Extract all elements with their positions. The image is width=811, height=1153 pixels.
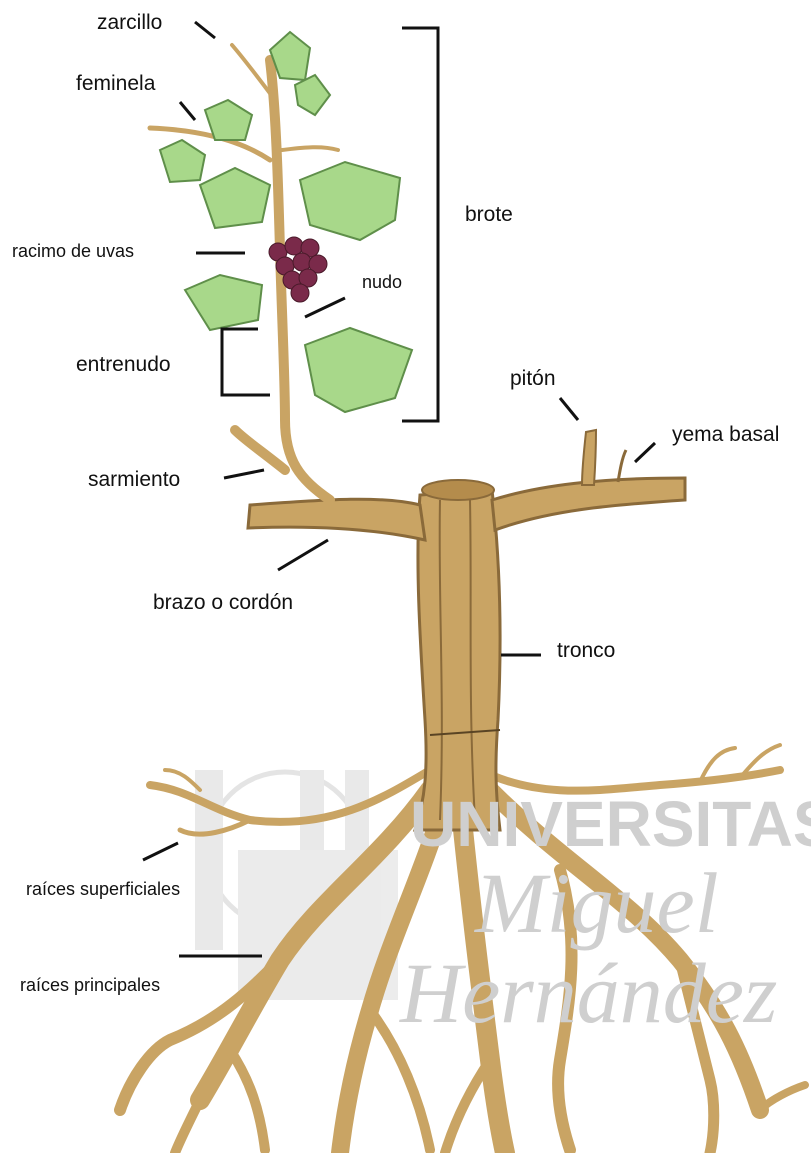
label-piton: pitón [510,368,556,389]
watermark-line-3: Hernández [400,950,777,1036]
label-tronco: tronco [557,640,615,661]
pointer-piton [560,398,578,420]
pointer-feminela [180,102,195,120]
trunk [415,480,500,830]
bracket-entrenudo [222,329,270,395]
watermark-line-1: UNIVERSITAS [410,792,811,856]
watermark-line-2: Miguel [475,860,719,946]
label-zarcillo: zarcillo [97,12,162,33]
label-entrenudo: entrenudo [76,354,171,375]
pointer-yema-basal [635,443,655,462]
pointer-nudo [305,298,345,317]
label-sarmiento: sarmiento [88,469,180,490]
label-yema-basal: yema basal [672,424,779,445]
label-brote: brote [465,204,513,225]
pointer-brazo [278,540,328,570]
label-raices-superficiales: raíces superficiales [26,880,180,898]
label-brazo: brazo o cordón [153,592,293,613]
label-raices-principales: raíces principales [20,976,160,994]
label-nudo: nudo [362,273,402,291]
pointer-zarcillo [195,22,215,38]
label-feminela: feminela [76,73,155,94]
pointer-sarmiento [224,470,264,478]
label-racimo: racimo de uvas [12,242,134,260]
pointer-raices-superficiales [143,843,178,860]
